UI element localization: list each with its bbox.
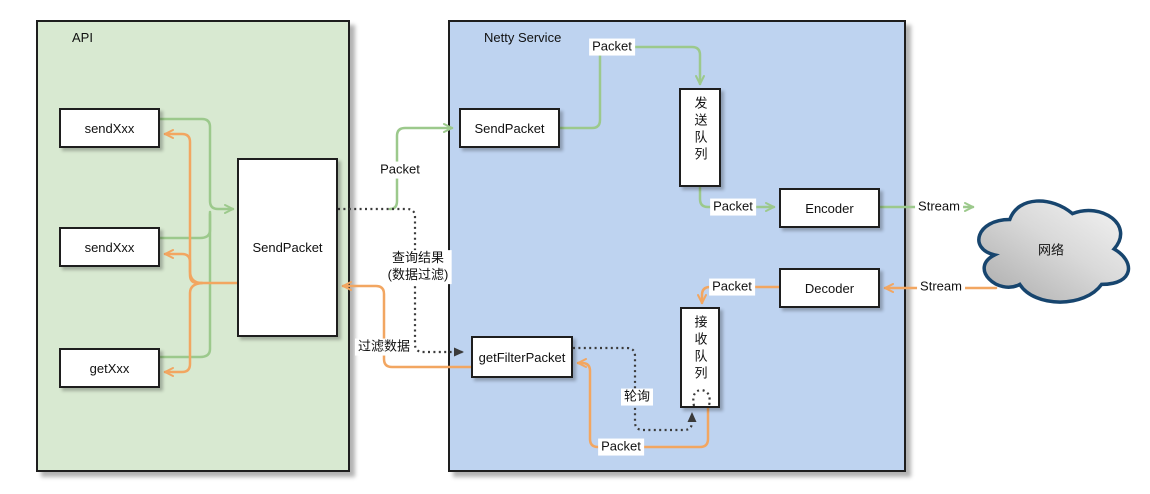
edge-green-sendxxx1-to-sendpacket (158, 117, 235, 214)
node-recv-queue: 接收队列 (680, 307, 720, 408)
node-sendxxx-1: sendXxx (59, 108, 160, 148)
edge-dotted-poll-loop (692, 388, 711, 407)
label-packet-recv: Packet (709, 278, 755, 296)
region-api-title: API (72, 30, 93, 45)
label-polling: 轮询 (620, 388, 654, 406)
node-api-sendpacket: SendPacket (237, 158, 338, 337)
edge-orange-sendpacket-to-getxxx (163, 281, 204, 377)
network-cloud-label: 网络 (1037, 242, 1065, 258)
label-packet-bottom: Packet (598, 438, 644, 456)
region-netty-title: Netty Service (484, 30, 562, 45)
network-cloud (977, 199, 1131, 304)
label-stream-out: Stream (915, 198, 963, 216)
node-getfilterpacket: getFilterPacket (471, 336, 573, 378)
edge-dotted-polling (573, 346, 697, 432)
label-query-result: 查询结果 (数据过滤) (384, 250, 452, 284)
node-decoder: Decoder (779, 268, 880, 308)
edge-orange-sendpacket-to-sendxxx2 (163, 249, 204, 285)
label-filter-data: 过滤数据 (354, 338, 414, 356)
edge-orange-recvqueue-to-filter (576, 358, 710, 449)
region-netty-service: Netty Service (448, 20, 906, 472)
node-encoder: Encoder (779, 188, 880, 228)
edge-green-sendqueue-to-encoder (698, 185, 776, 212)
edge-dotted-query-to-filter (338, 207, 464, 357)
node-getxxx: getXxx (59, 348, 160, 388)
label-stream-in: Stream (917, 278, 965, 296)
node-send-queue: 发送队列 (679, 88, 721, 187)
label-packet-top: Packet (589, 38, 635, 56)
label-packet-encoder: Packet (710, 198, 756, 216)
node-sendxxx-2: sendXxx (59, 227, 160, 267)
edge-green-getxxx-join (158, 212, 212, 359)
edge-orange-filter-to-sendpacket (341, 281, 473, 369)
node-netty-sendpacket: SendPacket (459, 108, 560, 148)
label-packet-api: Packet (377, 161, 423, 179)
